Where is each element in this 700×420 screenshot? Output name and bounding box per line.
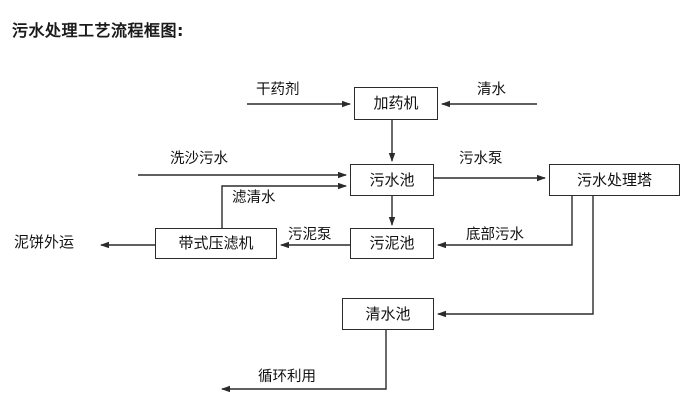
edge-label-bottom-sewage: 底部污水 <box>466 227 524 243</box>
node-label: 带式压滤机 <box>178 234 254 252</box>
node-dosing-machine[interactable]: 加药机 <box>354 87 438 120</box>
edge-label-sand-wash-sewage: 洗沙污水 <box>170 151 228 167</box>
node-label: 污水处理塔 <box>576 170 652 189</box>
node-label: 加药机 <box>373 94 419 112</box>
node-treatment-tower[interactable]: 污水处理塔 <box>549 164 680 196</box>
node-label: 清水池 <box>365 304 411 323</box>
node-label: 污泥池 <box>369 234 415 252</box>
terminal-label-mud-cake-outbound: 泥饼外运 <box>14 233 75 251</box>
page-title: 污水处理工艺流程框图: <box>12 21 184 40</box>
edge-belt-filter-press-to-wastewater-pool <box>221 182 347 228</box>
node-label: 污水池 <box>369 170 415 189</box>
edge-treatment-tower-to-sludge-pool <box>437 196 573 249</box>
edge-label-recycle-reuse: 循环利用 <box>258 369 316 385</box>
edge-label-sewage-pump: 污水泵 <box>459 151 503 167</box>
node-sludge-pool[interactable]: 污泥池 <box>350 228 434 259</box>
edge-label-dry-chemical: 干药剂 <box>256 82 300 98</box>
node-clear-water-pool[interactable]: 清水池 <box>342 298 434 330</box>
edge-label-sludge-pump: 污泥泵 <box>288 227 332 243</box>
edge-treatment-tower-to-clear-water-pool <box>437 196 594 318</box>
node-wastewater-pool[interactable]: 污水池 <box>350 164 434 196</box>
edge-clear-water-pool-to-recycle-reuse <box>221 330 387 393</box>
edge-label-clean-water: 清水 <box>477 82 506 98</box>
edge-label-filtered-clear-water: 滤清水 <box>232 190 276 206</box>
node-belt-filter-press[interactable]: 带式压滤机 <box>155 228 277 259</box>
